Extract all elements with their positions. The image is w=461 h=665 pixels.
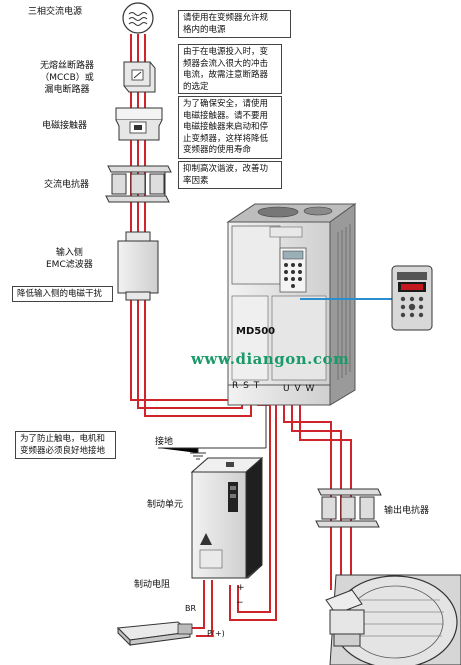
watermark-text: www.diangon.com bbox=[191, 350, 350, 368]
minus-terminal-label: − bbox=[236, 598, 244, 608]
plus-terminal-label: + bbox=[237, 583, 245, 593]
input-terminals-label: R S T bbox=[232, 381, 261, 391]
inverter-model-label: MD500 bbox=[236, 326, 276, 337]
breaker-icon bbox=[123, 61, 156, 93]
contactor-icon bbox=[115, 107, 163, 141]
brake-unit-icon bbox=[190, 456, 264, 580]
output-reactor-label: 输出电抗器 bbox=[384, 506, 430, 516]
breaker-label: 无熔丝断路器 （MCCB）或 漏电断路器 bbox=[40, 61, 95, 95]
note-breaker: 由于在电源投入时，变 频器会流入很大的冲击 电流，故需注意断路器 的选定 bbox=[178, 44, 282, 94]
emc-filter-label: 输入侧 EMC滤波器 bbox=[46, 248, 93, 270]
p-terminal-label: P(+) bbox=[207, 629, 225, 638]
note-reactor: 抑制高次谐波，改善功 率因素 bbox=[178, 161, 282, 189]
brake-resistor-icon bbox=[116, 621, 193, 647]
note-power: 请使用在变频器允许规 格内的电源 bbox=[178, 10, 291, 38]
emc-filter-icon bbox=[117, 231, 159, 301]
external-keypad-icon bbox=[300, 265, 433, 331]
power-source-label: 三相交流电源 bbox=[28, 7, 83, 17]
note-emc: 降低输入侧的电磁干扰 bbox=[12, 286, 113, 302]
inverter-body bbox=[226, 203, 357, 406]
output-reactor-icon bbox=[315, 488, 382, 528]
ground-label: 接地 bbox=[155, 437, 174, 447]
motor-icon bbox=[325, 574, 461, 665]
output-terminals-label: U V W bbox=[283, 384, 316, 394]
brake-resistor-label: 制动电阻 bbox=[134, 580, 171, 590]
br-terminal-label: BR bbox=[185, 604, 197, 613]
ac-reactor-icon bbox=[105, 165, 172, 203]
contactor-label: 电磁接触器 bbox=[42, 121, 88, 131]
brake-unit-label: 制动单元 bbox=[147, 500, 184, 510]
ac-reactor-label: 交流电抗器 bbox=[44, 180, 90, 190]
note-grounding: 为了防止触电，电机和 变频器必须良好地接地 bbox=[15, 431, 116, 459]
power-source-icon bbox=[122, 2, 154, 34]
note-contactor: 为了确保安全，请使用 电磁接触器。请不要用 电磁接触器来启动和停 止变频器，这样… bbox=[178, 96, 282, 159]
